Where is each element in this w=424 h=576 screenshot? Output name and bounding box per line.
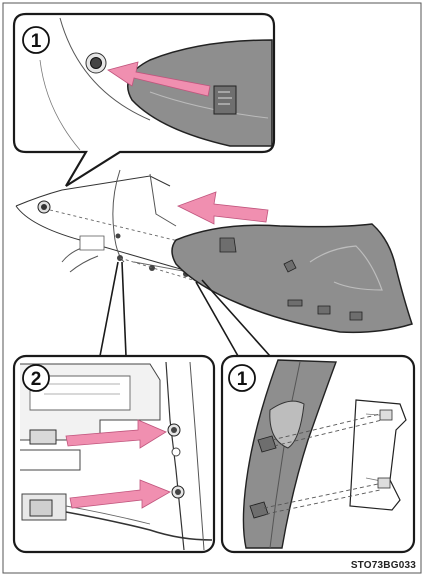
mounting-bolt-lower	[172, 486, 184, 498]
mounting-bolt-upper	[168, 424, 180, 436]
callout-badge-bottom-left: 2	[23, 365, 49, 391]
body-mounting-pin	[38, 201, 50, 213]
svg-text:1: 1	[31, 31, 42, 52]
svg-text:2: 2	[31, 369, 42, 390]
callout-badge-bottom-right: 1	[229, 365, 255, 391]
lamp-pin-top	[214, 86, 236, 114]
detail-panel-bottom-left: 2	[14, 356, 214, 552]
svg-text:1: 1	[237, 369, 248, 390]
mounting-pin-top	[86, 53, 106, 73]
detail-panel-bottom-right: 1	[222, 356, 414, 552]
figure-code: STO73BG033	[351, 560, 416, 571]
callout-badge-top: 1	[23, 27, 49, 53]
